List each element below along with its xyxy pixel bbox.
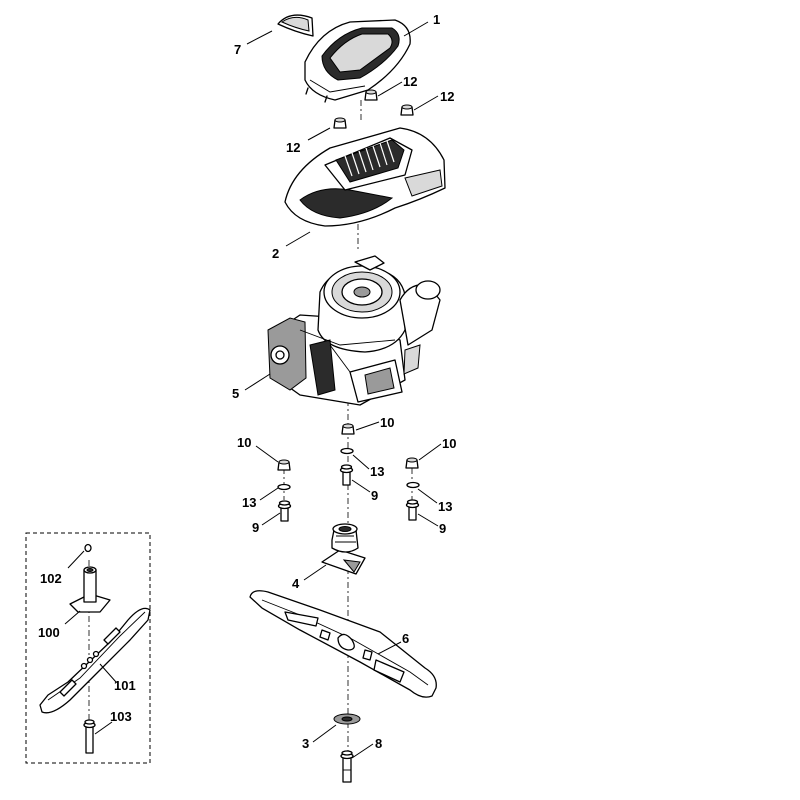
- part-102-pin: [84, 543, 92, 553]
- part-9-bolt-center: [339, 464, 354, 486]
- callout-100: 100: [38, 625, 60, 640]
- leader-lines: [64, 21, 442, 759]
- callout-10: 10: [380, 415, 394, 430]
- callout-12: 12: [440, 89, 454, 104]
- part-103-blade-bolt: [83, 719, 96, 754]
- part-3-blade-washer: [333, 713, 361, 725]
- part-12-grommet-left: [333, 117, 347, 129]
- part-12-grommet-middle: [364, 89, 378, 101]
- optional-kit-box: [25, 532, 151, 764]
- callout-1: 1: [433, 12, 440, 27]
- shroud-vent-grille: [344, 140, 395, 177]
- part-9-bolt-left: [277, 500, 292, 522]
- part-13-washer-center: [340, 447, 354, 455]
- part-100-blade-adapter: [69, 566, 111, 613]
- callout-102: 102: [40, 571, 62, 586]
- part-9-bolt-right: [405, 499, 420, 521]
- callout-8: 8: [375, 736, 382, 751]
- callout-12: 12: [286, 140, 300, 155]
- part-6-blade: [249, 590, 437, 698]
- part-12-grommet-right: [400, 104, 414, 116]
- part-4-blade-adapter: [321, 523, 366, 575]
- part-10-nut-center: [341, 423, 355, 435]
- part-13-washer-left: [277, 483, 291, 491]
- callout-2: 2: [272, 246, 279, 261]
- callout-10: 10: [237, 435, 251, 450]
- part-101-blade: [39, 607, 151, 714]
- callout-101: 101: [114, 678, 136, 693]
- callout-12: 12: [403, 74, 417, 89]
- callout-13: 13: [370, 464, 384, 479]
- part-10-nut-left: [277, 459, 291, 471]
- callout-3: 3: [302, 736, 309, 751]
- callout-7: 7: [234, 42, 241, 57]
- callout-9: 9: [439, 521, 446, 536]
- part-8-blade-bolt: [340, 750, 354, 783]
- callout-13: 13: [438, 499, 452, 514]
- callout-103: 103: [110, 709, 132, 724]
- callout-10: 10: [442, 436, 456, 451]
- part-2-engine-shroud: [284, 127, 446, 227]
- part-7-cap: [277, 14, 314, 37]
- part-1-top-cover: [304, 19, 411, 103]
- part-10-nut-right: [405, 457, 419, 469]
- callout-4: 4: [292, 576, 300, 591]
- callout-9: 9: [252, 520, 259, 535]
- callout-6: 6: [402, 631, 409, 646]
- callout-13: 13: [242, 495, 256, 510]
- callout-9: 9: [371, 488, 378, 503]
- part-13-washer-right: [406, 481, 420, 489]
- part-5-engine: [267, 255, 441, 406]
- callout-5: 5: [232, 386, 239, 401]
